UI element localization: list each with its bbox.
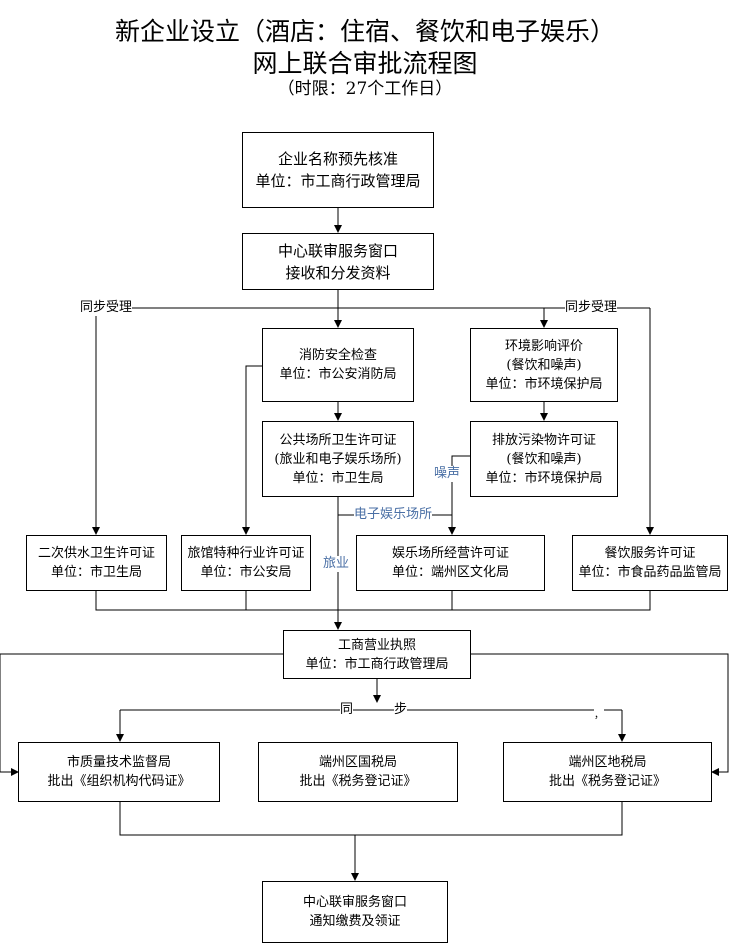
node-business-license-title: 工商营业执照 — [337, 637, 416, 653]
node-national-tax: 端州区国税局 批出《税务登记证》 — [258, 742, 458, 802]
node-pollutant-unit: 单位：市环境保护局 — [485, 470, 603, 486]
node-water-health: 二次供水卫生许可证 单位：市卫生局 — [26, 535, 167, 591]
node-final-window: 中心联审服务窗口 通知缴费及领证 — [262, 881, 448, 943]
node-hotel-special-title: 旅馆特种行业许可证 — [187, 546, 305, 561]
label-sync-2: 步 — [394, 702, 408, 718]
node-national-tax-title: 端州区国税局 — [318, 755, 397, 770]
node-hotel-special-unit: 单位：市公安局 — [200, 565, 292, 580]
node-fire-check: 消防安全检查 单位：市公安消防局 — [262, 328, 414, 402]
node-hotel-special: 旅馆特种行业许可证 单位：市公安局 — [181, 535, 311, 591]
node-env-eval-unit: 单位：市环境保护局 — [485, 376, 603, 392]
node-center-window-desc: 接收和分发资料 — [285, 263, 391, 282]
node-catering-unit: 单位：市食品药品监管局 — [578, 565, 722, 580]
node-pollutant: 排放污染物许可证 (餐饮和噪声) 单位：市环境保护局 — [470, 421, 618, 497]
node-env-eval-title: 环境影响评价 — [504, 338, 583, 354]
chart-time-limit: （时限：27个工作日） — [277, 79, 453, 99]
node-local-tax-title: 端州区地税局 — [568, 755, 647, 770]
node-env-eval-scope: (餐饮和噪声) — [506, 357, 582, 373]
label-sync-accept-left: 同步受理 — [80, 300, 133, 316]
node-public-health-unit: 单位：市卫生局 — [292, 470, 384, 486]
node-fire-check-unit: 单位：市公安消防局 — [279, 367, 397, 382]
node-final-window-title: 中心联审服务窗口 — [302, 895, 407, 910]
chart-title-line1: 新企业设立（酒店：住宿、餐饮和电子娱乐） — [114, 17, 615, 46]
node-pollutant-scope: (餐饮和噪声) — [506, 451, 582, 467]
node-center-window: 中心联审服务窗口 接收和分发资料 — [242, 233, 434, 290]
node-name-precheck-unit: 单位：市工商行政管理局 — [255, 172, 421, 190]
node-local-tax: 端州区地税局 批出《税务登记证》 — [503, 742, 712, 802]
label-sync-accept-right: 同步受理 — [565, 300, 618, 316]
node-national-tax-desc: 批出《税务登记证》 — [299, 774, 417, 789]
node-final-window-desc: 通知缴费及领证 — [309, 914, 401, 929]
label-hotel-business: 旅业 — [323, 556, 350, 572]
node-quality-bureau-desc: 批出《组织机构代码证》 — [47, 774, 191, 789]
label-e-entertainment: 电子娱乐场所 — [354, 507, 433, 523]
node-entertainment: 娱乐场所经营许可证 单位：端州区文化局 — [356, 535, 545, 591]
label-sync-1: 同 — [340, 702, 354, 718]
node-name-precheck-title: 企业名称预先核准 — [277, 150, 398, 168]
node-entertainment-unit: 单位：端州区文化局 — [391, 565, 509, 580]
node-water-health-unit: 单位：市卫生局 — [50, 565, 142, 580]
node-business-license: 工商营业执照 单位：市工商行政管理局 — [283, 630, 471, 679]
node-local-tax-desc: 批出《税务登记证》 — [548, 774, 666, 789]
node-center-window-title: 中心联审服务窗口 — [277, 241, 398, 260]
node-quality-bureau: 市质量技术监督局 批出《组织机构代码证》 — [18, 742, 220, 802]
node-public-health-title: 公共场所卫生许可证 — [279, 432, 397, 448]
node-entertainment-title: 娱乐场所经营许可证 — [391, 546, 509, 561]
node-env-eval: 环境影响评价 (餐饮和噪声) 单位：市环境保护局 — [470, 328, 618, 402]
node-pollutant-title: 排放污染物许可证 — [491, 432, 596, 448]
node-water-health-title: 二次供水卫生许可证 — [37, 546, 155, 561]
chart-title-line2: 网上联合审批流程图 — [252, 49, 478, 78]
node-quality-bureau-title: 市质量技术监督局 — [66, 755, 171, 770]
label-stray-mark: ， — [594, 708, 604, 724]
node-catering-title: 餐饮服务许可证 — [604, 546, 696, 561]
node-public-health: 公共场所卫生许可证 (旅业和电子娱乐场所) 单位：市卫生局 — [262, 421, 414, 497]
node-catering: 餐饮服务许可证 单位：市食品药品监管局 — [572, 535, 728, 591]
node-fire-check-title: 消防安全检查 — [298, 348, 377, 363]
node-public-health-scope: (旅业和电子娱乐场所) — [274, 451, 402, 467]
label-noise: 噪声 — [434, 466, 461, 482]
node-business-license-unit: 单位：市工商行政管理局 — [305, 656, 449, 672]
node-name-precheck: 企业名称预先核准 单位：市工商行政管理局 — [242, 132, 434, 208]
